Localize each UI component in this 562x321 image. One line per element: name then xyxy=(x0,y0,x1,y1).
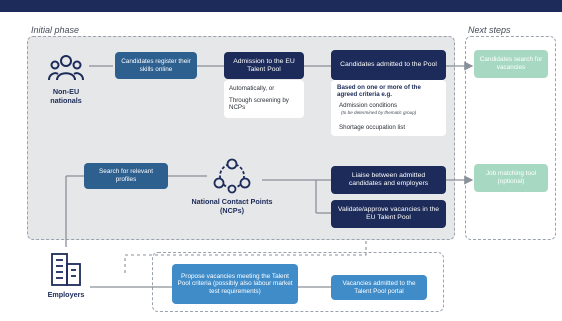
vacancies-admitted-box: Vacancies admitted to the Talent Pool po… xyxy=(331,275,427,300)
admission-note-1: Automatically, or xyxy=(229,85,275,92)
register-box: Candidates register their skills online xyxy=(115,52,197,79)
admitted-box: Candidates admitted to the Pool xyxy=(331,50,446,80)
buildings-icon xyxy=(49,251,83,287)
next-search-box: Candidates search for vacancies xyxy=(474,50,548,78)
criteria-item-1: Admission conditions xyxy=(339,102,398,109)
admission-note-2: Through screening by NCPs xyxy=(229,97,289,112)
search-profiles-box: Search for relevant profiles xyxy=(84,163,168,189)
liaise-box: Liaise between admitted candidates and e… xyxy=(331,166,446,194)
criteria-item-2: Shortage occupation list xyxy=(339,124,406,131)
next-steps-label: Next steps xyxy=(468,25,511,35)
non-eu-nationals-label: Non-EU nationals xyxy=(50,87,82,105)
network-people-icon xyxy=(211,158,253,194)
people-group-icon xyxy=(48,54,84,84)
criteria-item-1-note: (to be determined by thematic group) xyxy=(341,110,417,115)
initial-phase-label: Initial phase xyxy=(31,25,80,35)
criteria-heading: Based on one or more of the agreed crite… xyxy=(337,84,421,99)
propose-vacancies-box: Propose vacancies meeting the Talent Poo… xyxy=(172,264,298,304)
admission-box: Admission to the EU Talent Pool xyxy=(224,52,304,79)
employers-label: Employers xyxy=(47,290,85,299)
ncps-label: National Contact Points (NCPs) xyxy=(191,197,273,215)
admission-notes: Automatically, or Through screening by N… xyxy=(224,80,304,118)
top-banner xyxy=(0,0,562,12)
criteria-note: Based on one or more of the agreed crite… xyxy=(331,80,446,136)
validate-box: Validate/approve vacancies in the EU Tal… xyxy=(331,200,446,228)
dashed-link-employers-validate xyxy=(124,238,367,273)
next-matching-box: Job matching tool (optional) xyxy=(474,164,548,192)
